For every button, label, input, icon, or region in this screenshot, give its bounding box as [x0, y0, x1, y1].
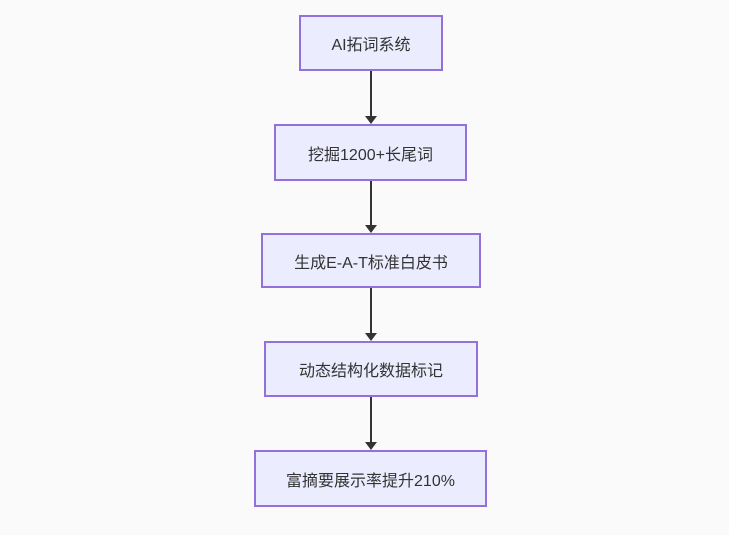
flowchart-node-longtail-keywords: 挖掘1200+长尾词: [274, 124, 467, 181]
flowchart-node-ai-word-expansion-system: AI拓词系统: [299, 15, 443, 71]
node-label: AI拓词系统: [331, 37, 411, 54]
flowchart-node-eat-whitepaper: 生成E-A-T标准白皮书: [261, 233, 481, 288]
arrow-head-icon: [365, 116, 377, 124]
arrow-line: [370, 181, 372, 226]
flowchart-arrow: [364, 397, 378, 450]
flowchart-node-rich-snippet-rate: 富摘要展示率提升210%: [254, 450, 487, 507]
node-label: 生成E-A-T标准白皮书: [294, 254, 448, 272]
arrow-head-icon: [365, 225, 377, 233]
flowchart-arrow: [364, 288, 378, 341]
flowchart-arrow: [364, 71, 378, 124]
arrow-line: [370, 71, 372, 117]
arrow-line: [370, 397, 372, 443]
arrow-line: [370, 288, 372, 334]
arrow-head-icon: [365, 333, 377, 341]
flowchart-node-structured-data-markup: 动态结构化数据标记: [264, 341, 478, 397]
arrow-head-icon: [365, 442, 377, 450]
node-label: 挖掘1200+长尾词: [308, 146, 433, 164]
flowchart-arrow: [364, 181, 378, 233]
node-label: 富摘要展示率提升210%: [286, 472, 455, 490]
node-label: 动态结构化数据标记: [298, 363, 443, 380]
